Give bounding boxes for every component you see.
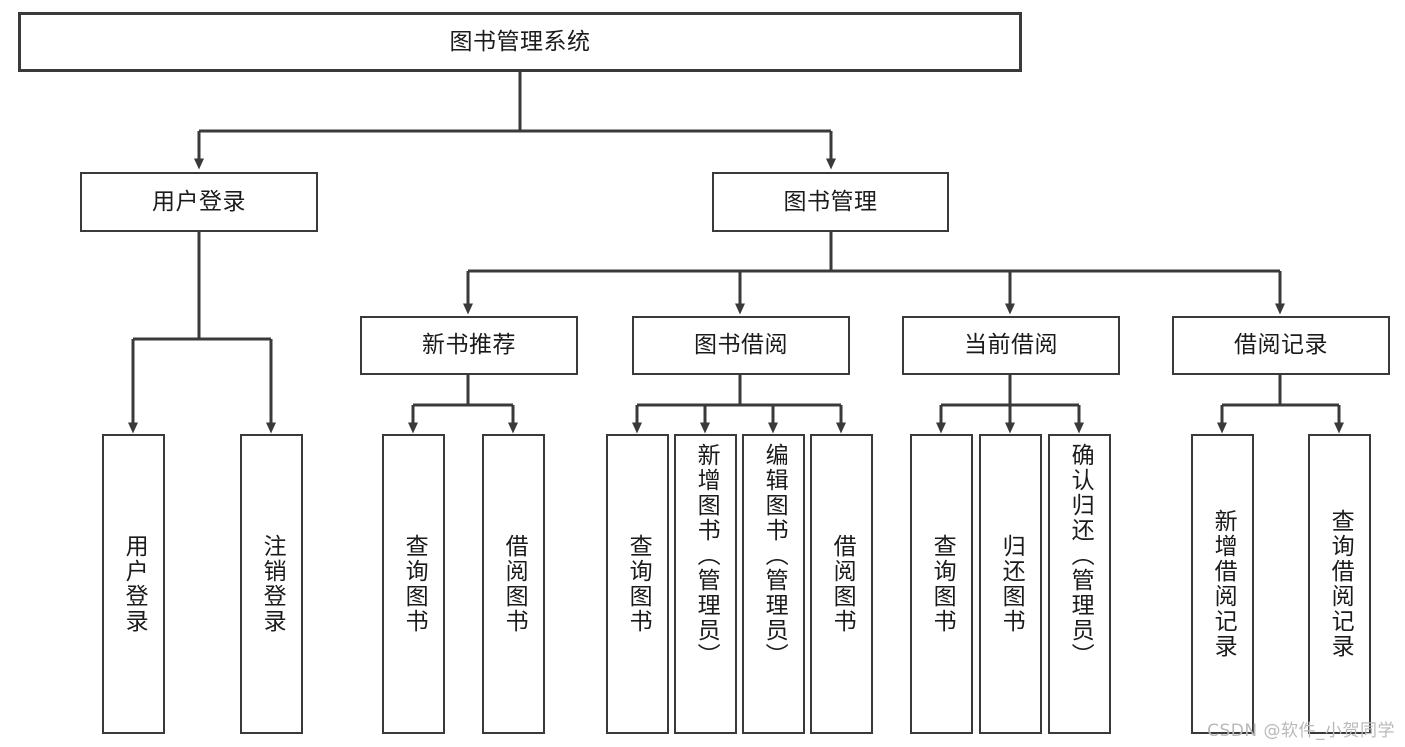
node-label: 查询图书 xyxy=(625,534,652,634)
leaf-borrow-query[interactable]: 查询图书 xyxy=(606,434,669,734)
node-label: 查询图书 xyxy=(401,534,428,634)
leaf-current-query[interactable]: 查询图书 xyxy=(910,434,973,734)
node-label: 新增图书（管理员） xyxy=(693,443,720,668)
leaf-borrow-borrow-book[interactable]: 借阅图书 xyxy=(810,434,873,734)
node-label: 用户登录 xyxy=(152,188,246,215)
node-label: 图书管理系统 xyxy=(449,28,591,55)
leaf-borrow-edit-book[interactable]: 编辑图书（管理员） xyxy=(742,434,805,734)
node-book-borrow[interactable]: 图书借阅 xyxy=(632,316,850,375)
node-root-system[interactable]: 图书管理系统 xyxy=(18,12,1022,72)
watermark-text: CSDN @软件_小贺同学 xyxy=(1207,721,1395,741)
leaf-current-return[interactable]: 归还图书 xyxy=(979,434,1042,734)
node-book-management[interactable]: 图书管理 xyxy=(712,172,949,232)
node-label: 新增借阅记录 xyxy=(1210,509,1237,659)
leaf-user-login[interactable]: 用户登录 xyxy=(102,434,165,734)
node-label: 当前借阅 xyxy=(964,332,1058,359)
node-label: 图书管理 xyxy=(783,188,878,215)
node-label: 注销登录 xyxy=(259,534,286,634)
leaf-records-query[interactable]: 查询借阅记录 xyxy=(1308,434,1371,734)
node-label: 用户登录 xyxy=(121,534,148,634)
leaf-borrow-add-book[interactable]: 新增图书（管理员） xyxy=(674,434,737,734)
leaf-user-logout[interactable]: 注销登录 xyxy=(240,434,303,734)
node-label: 确认归还（管理员） xyxy=(1067,443,1094,668)
node-label: 借阅图书 xyxy=(501,534,528,634)
node-user-login[interactable]: 用户登录 xyxy=(80,172,318,232)
node-new-book-recommend[interactable]: 新书推荐 xyxy=(360,316,578,375)
node-label: 新书推荐 xyxy=(422,332,516,359)
leaf-records-add[interactable]: 新增借阅记录 xyxy=(1191,434,1254,734)
node-label: 编辑图书（管理员） xyxy=(761,443,788,668)
leaf-current-confirm-return[interactable]: 确认归还（管理员） xyxy=(1048,434,1111,734)
leaf-newbook-query[interactable]: 查询图书 xyxy=(382,434,445,734)
node-current-borrow[interactable]: 当前借阅 xyxy=(902,316,1120,375)
node-label: 图书借阅 xyxy=(694,332,788,359)
node-label: 查询借阅记录 xyxy=(1327,509,1354,659)
node-label: 归还图书 xyxy=(998,534,1025,634)
leaf-newbook-borrow[interactable]: 借阅图书 xyxy=(482,434,545,734)
node-label: 查询图书 xyxy=(929,534,956,634)
node-label: 借阅记录 xyxy=(1234,332,1328,359)
node-label: 借阅图书 xyxy=(829,534,856,634)
node-borrow-records[interactable]: 借阅记录 xyxy=(1172,316,1390,375)
